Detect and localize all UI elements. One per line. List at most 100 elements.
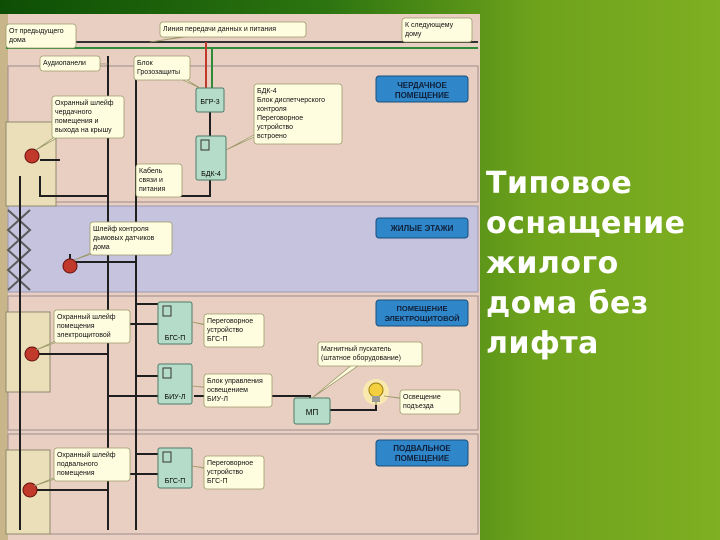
callout-text-line: Линия передачи данных и питания (163, 26, 276, 33)
callout-basement-loop: Охранный шлейф подвального помещения (33, 447, 131, 487)
callout-text-line: выхода на крышу (55, 127, 112, 134)
callout-text-line: подвального (57, 461, 98, 468)
callout-text-line: дымовых датчиков (93, 235, 155, 242)
callout-prev-house: От предыдущего дома (5, 23, 77, 49)
building-diagram: БГР-3 БДК-4 БГС-П БИУ-Л МП БГС-П ЧЕРДАЧН… (0, 14, 480, 540)
device-bdk-label: БДК-4 (201, 171, 221, 178)
slide-title-line: оснащение (486, 206, 686, 241)
device-bgs2: БГС-П (157, 447, 193, 489)
zone-label-line: ПОМЕЩЕНИЕ (395, 91, 450, 100)
callout-text-line: электрощитовой (57, 331, 111, 339)
callout-text-line: Аудиопанели (43, 60, 86, 67)
callout-text-line: Освещение (403, 394, 441, 401)
callout-text-line: Охранный шлейф (57, 313, 116, 321)
svg-text:ЖИЛЫЕ ЭТАЖИ: ЖИЛЫЕ ЭТАЖИ (390, 224, 454, 233)
callout-text-line: дому (405, 31, 422, 38)
callout-text-line: Блок управления (207, 378, 263, 385)
callout-text-line: подъезда (403, 403, 434, 410)
device-mp: МП (293, 397, 331, 425)
callout-text-line: чердачного (55, 109, 92, 116)
device-bdk: БДК-4 (195, 135, 227, 181)
light-bulb-icon (363, 379, 389, 405)
callout-audio: Аудиопанели (39, 55, 109, 72)
callout-text-line: Кабель (139, 167, 163, 175)
device-grz-label: БГР-3 (200, 99, 219, 106)
zone-label-line: ПОМЕЩЕНИЕ (397, 304, 448, 313)
callout-text-line: встроено (257, 133, 287, 140)
left-building-edge (5, 121, 57, 535)
callout-text-line: дома (93, 244, 110, 251)
security-sensors (22, 148, 78, 498)
callout-cable: Кабель связи и питания (135, 163, 183, 198)
zone-label-line: ЭЛЕКТРОЩИТОВОЙ (384, 314, 459, 323)
callout-text-line: связи и (139, 177, 163, 184)
callout-text-line: БГС-П (207, 336, 228, 343)
callout-text-line: БГС-П (207, 478, 228, 485)
slide-title: Типовое оснащение жилого дома без лифта (486, 164, 716, 364)
zone-label-line: ПОМЕЩЕНИЕ (395, 454, 450, 463)
callout-starter: Магнитный пускатель(штатное оборудование… (311, 341, 423, 399)
callout-text-line: помещения (57, 323, 95, 330)
device-grz: БГР-3 (195, 87, 225, 113)
callout-smoke-loop: Шлейф контроля дымовых датчиков дома (73, 221, 173, 261)
callout-text-line: Переговорное (207, 318, 253, 325)
callout-text-line: От предыдущего (9, 28, 64, 35)
device-bgs2-label: БГС-П (165, 478, 186, 485)
callout-text-line: питания (139, 186, 165, 193)
callout-text-line: БИУ-Л (207, 396, 228, 403)
callouts: От предыдущего дома Линия передачи данных … (5, 17, 473, 490)
device-biu-label: БИУ-Л (165, 394, 186, 401)
sensor-smoke-icon (62, 258, 78, 274)
zone-label-living: ЖИЛЫЕ ЭТАЖИ (375, 217, 469, 239)
callout-text-line: К следующему (405, 22, 454, 29)
zone-label-line: ПОДВАЛЬНОЕ (393, 444, 451, 453)
callout-attic-loop: Охранный шлейф чердачного помещения и выход… (35, 95, 125, 151)
slide-title-line: жилого (486, 246, 619, 281)
zone-label-line: ЖИЛЫЕ ЭТАЖИ (390, 224, 454, 233)
device-bgs1: БГС-П (157, 301, 193, 345)
callout-text-line: Магнитный пускатель (321, 345, 392, 353)
callout-next-house: К следующему дому (401, 17, 473, 43)
callout-text-line: помещения (57, 470, 95, 477)
callout-text-line: Охранный шлейф (55, 99, 114, 107)
callout-text-line: дома (9, 37, 26, 44)
callout-text-line: Переговорное (207, 460, 253, 467)
slide-title-line: Типовое (486, 166, 633, 201)
callout-text-line: освещением (207, 387, 248, 394)
slide-title-line: дома без (486, 286, 649, 321)
callout-text-line: устройство (207, 468, 243, 476)
sensor-electrical-icon (24, 346, 40, 362)
zone-label-line: ЧЕРДАЧНОЕ (397, 81, 447, 90)
callout-text-line: Охранный шлейф (57, 451, 116, 459)
sensor-basement-icon (22, 482, 38, 498)
slide-title-line: лифта (486, 326, 599, 361)
callout-text-line: контроля (257, 106, 287, 113)
sensor-attic-icon (24, 148, 40, 164)
callout-text-line: Блок диспетчерского (257, 97, 325, 104)
callout-light: Освещение подъезда (383, 389, 461, 415)
device-bgs1-label: БГС-П (165, 335, 186, 342)
callout-text-line: Грозозащиты (137, 69, 180, 76)
callout-text-line: БДК-4 (257, 88, 277, 95)
device-mp-label: МП (306, 408, 319, 417)
callout-text-line: (штатное оборудование) (321, 354, 401, 362)
callout-text-line: Шлейф контроля (93, 225, 149, 233)
callout-text-line: помещения и (55, 118, 98, 125)
left-wall (0, 14, 8, 540)
callout-text-line: Переговорное (257, 115, 303, 122)
callout-text-line: устройство (207, 326, 243, 334)
callout-data-line: Линия передачи данных и питания (149, 21, 307, 43)
callout-text-line: устройство (257, 123, 293, 131)
